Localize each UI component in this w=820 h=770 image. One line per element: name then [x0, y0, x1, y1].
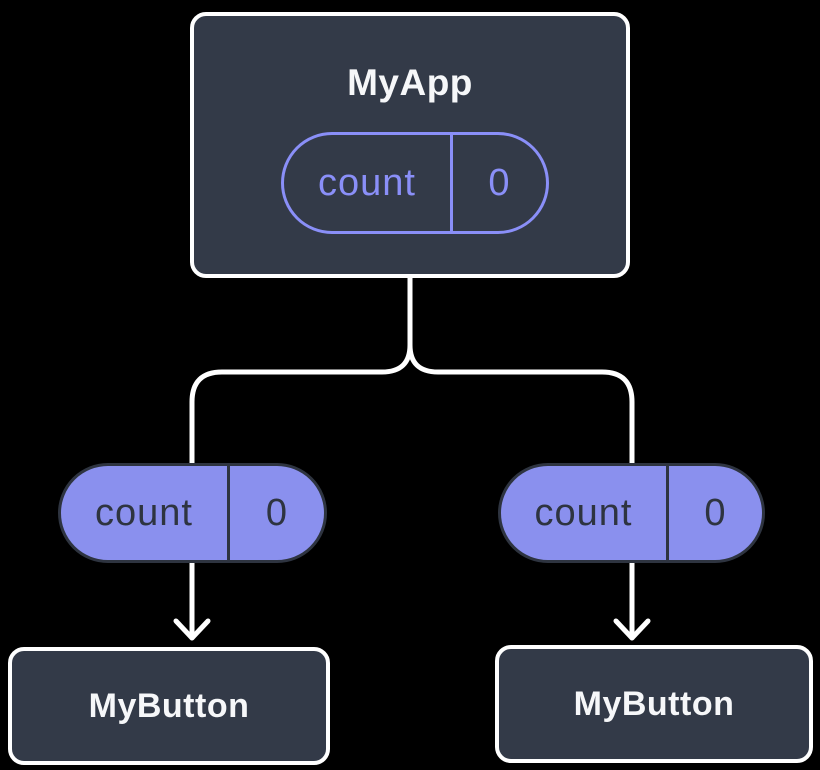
node-mybutton-right: MyButton	[495, 645, 813, 763]
prop-value: 0	[666, 466, 762, 560]
connector-branch-right	[407, 344, 635, 635]
node-mybutton-title: MyButton	[573, 684, 735, 723]
node-mybutton-left: MyButton	[8, 647, 330, 765]
prop-name: count	[534, 491, 633, 534]
arrow-down-icon	[173, 618, 211, 641]
prop-pill-right: count 0	[498, 463, 765, 563]
arrow-down-icon	[613, 618, 651, 641]
node-myapp: MyApp count 0	[190, 12, 630, 278]
state-pill: count 0	[281, 132, 549, 234]
state-value: 0	[450, 135, 546, 231]
prop-pill-left: count 0	[58, 463, 327, 563]
node-mybutton-title: MyButton	[88, 686, 250, 725]
node-myapp-title: MyApp	[347, 62, 473, 103]
connector-branch-left	[189, 344, 413, 635]
prop-value: 0	[227, 466, 324, 560]
state-name: count	[318, 161, 416, 204]
prop-name: count	[95, 491, 193, 534]
